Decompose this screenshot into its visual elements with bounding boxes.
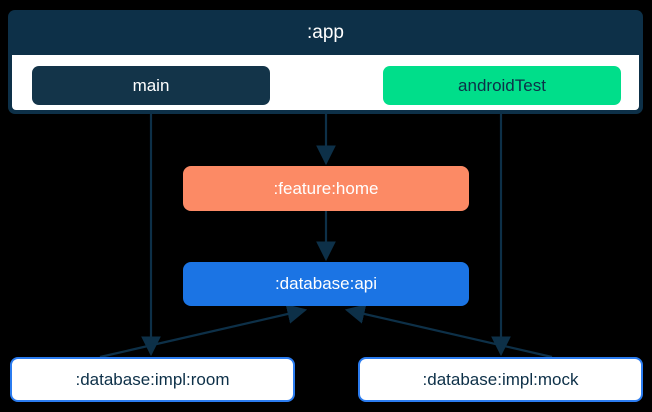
node-feature-home[interactable]: :feature:home <box>183 166 469 211</box>
node-database-impl-mock[interactable]: :database:impl:mock <box>358 357 643 402</box>
node-database-impl-room[interactable]: :database:impl:room <box>10 357 295 402</box>
edge-impl-room-to-database-api <box>99 304 308 359</box>
node-database-impl-room-label: :database:impl:room <box>75 369 230 389</box>
node-android-test-label: androidTest <box>458 75 546 95</box>
node-feature-home-label: :feature:home <box>273 178 379 198</box>
node-database-api-label: :database:api <box>274 274 378 293</box>
node-main-label: main <box>132 75 170 95</box>
node-android-test[interactable]: androidTest <box>383 66 621 105</box>
node-database-api[interactable]: :database:api <box>183 262 469 306</box>
edge-impl-mock-to-database-api <box>344 304 553 359</box>
node-database-impl-mock-label: :database:impl:mock <box>422 369 579 389</box>
node-main[interactable]: main <box>32 66 270 105</box>
app-module-title: :app <box>307 22 344 43</box>
